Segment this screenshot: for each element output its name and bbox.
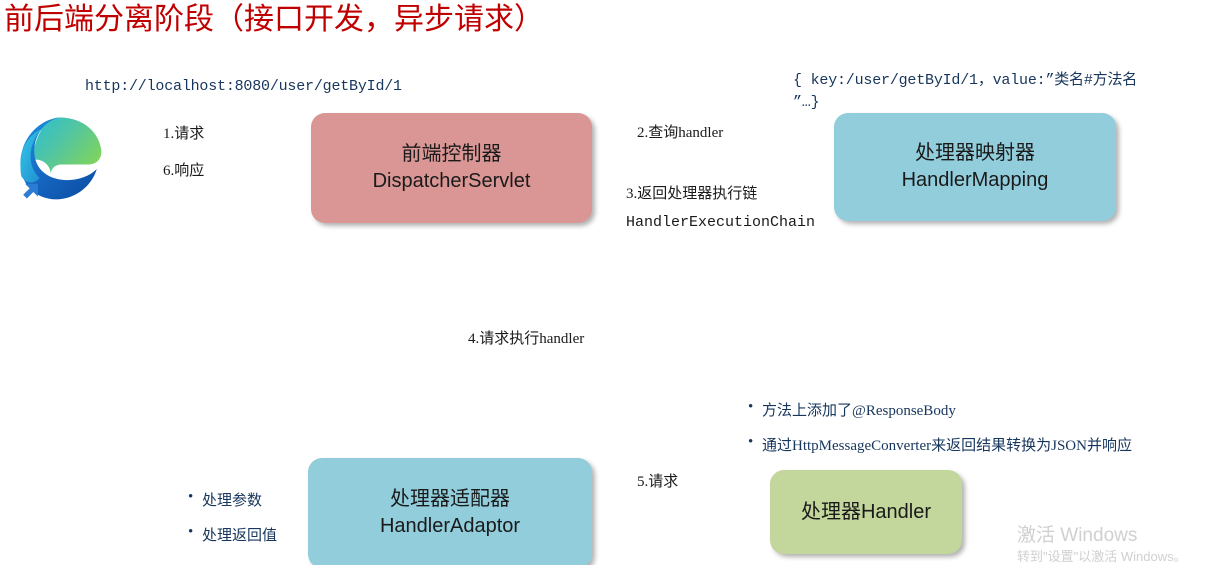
arrow-label-step2: 2.查询handler [637,125,724,141]
arrow-label-step6: 6.响应 [163,163,205,179]
list-item: • 方法上添加了@ResponseBody [748,399,1132,420]
node-dispatcher-servlet-cn: 前端控制器 [401,143,502,165]
list-item-label: 通过HttpMessageConverter来返回结果转换为JSON并响应 [762,438,1132,454]
watermark-title: 激活 Windows [1017,525,1138,546]
node-handler-label: 处理器Handler [801,499,931,526]
list-item: • 处理返回值 [188,524,277,545]
node-handler-mapping-en: HandlerMapping [901,169,1049,191]
arrow-label-step1: 1.请求 [163,126,205,142]
handler-mapping-note-line1: { key:/user/getById/1，value:”类名#方法名 [793,72,1138,89]
list-item: • 处理参数 [188,489,277,510]
handler-adaptor-notes: • 处理参数 • 处理返回值 [188,489,277,559]
handler-response-notes: • 方法上添加了@ResponseBody • 通过HttpMessageCon… [748,399,1132,469]
node-handler-en: Handler [860,500,932,523]
arrow-label-step3-sub: HandlerExecutionChain [626,214,816,231]
node-handler[interactable]: 处理器Handler [770,470,962,554]
node-handler-cn: 处理器 [800,500,861,523]
bullet-dot-icon: • [188,524,194,540]
node-handler-adaptor[interactable]: 处理器适配器 HandlerAdaptor [308,458,592,565]
arrow-label-step4: 4.请求执行handler [468,331,585,347]
page-title: 前后端分离阶段（接口开发，异步请求） [4,3,544,36]
node-handler-mapping-cn: 处理器映射器 [915,142,1035,164]
windows-activation-watermark: 激活 Windows 转到"设置"以激活 Windows。 [1017,524,1187,565]
bullet-dot-icon: • [748,434,754,450]
arrow-label-step3: 3.返回处理器执行链 [626,186,758,202]
request-url-label: http://localhost:8080/user/getById/1 [85,78,402,95]
edge-browser-icon [20,117,102,200]
node-dispatcher-servlet-en: DispatcherServlet [372,170,531,192]
arrow-label-step5: 5.请求 [637,474,679,490]
node-handler-adaptor-cn: 处理器适配器 [390,488,510,510]
list-item-label: 处理参数 [202,493,263,509]
watermark-subtitle: 转到"设置"以激活 Windows。 [1017,549,1187,564]
bullet-dot-icon: • [748,399,754,415]
node-handler-mapping[interactable]: 处理器映射器 HandlerMapping [834,113,1116,221]
node-handler-adaptor-en: HandlerAdaptor [379,515,521,537]
list-item-label: 处理返回值 [202,528,278,544]
list-item: • 通过HttpMessageConverter来返回结果转换为JSON并响应 [748,434,1132,455]
handler-mapping-note-line2: ”…} [793,94,820,111]
node-dispatcher-servlet[interactable]: 前端控制器 DispatcherServlet [311,113,592,223]
bullet-dot-icon: • [188,489,194,505]
list-item-label: 方法上添加了@ResponseBody [762,403,956,419]
